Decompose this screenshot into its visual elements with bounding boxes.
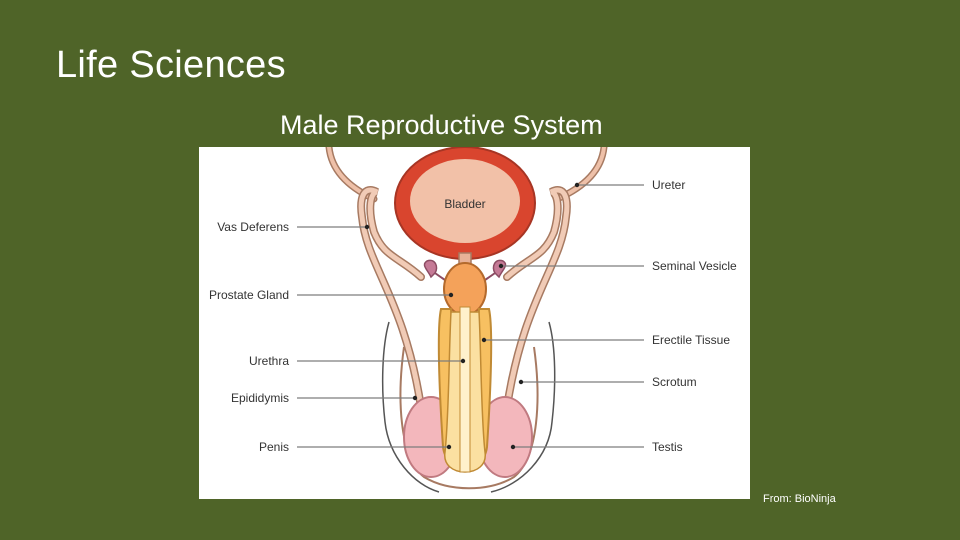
label-erectile-tissue: Erectile Tissue: [652, 333, 730, 347]
body-outline-right: [490, 321, 556, 493]
diagram-panel: Bladder: [199, 147, 750, 499]
label-scrotum: Scrotum: [652, 375, 697, 389]
label-urethra: Urethra: [249, 354, 289, 368]
label-epididymis: Epididymis: [231, 391, 289, 405]
label-vas-deferens: Vas Deferens: [217, 220, 289, 234]
label-penis: Penis: [259, 440, 289, 454]
urethra-lower: [459, 306, 471, 473]
body-outline-left: [381, 321, 440, 493]
scrotum: [399, 346, 539, 490]
reproductive-system-diagram: Bladder: [209, 147, 737, 493]
bladder-label: Bladder: [444, 197, 485, 211]
source-credit: From: BioNinja: [763, 493, 836, 505]
label-testis: Testis: [652, 440, 683, 454]
label-prostate-gland: Prostate Gland: [209, 288, 289, 302]
label-seminal-vesicle: Seminal Vesicle: [652, 259, 737, 273]
label-ureter: Ureter: [652, 178, 685, 192]
slide-title: Life Sciences: [56, 44, 286, 86]
slide-subtitle: Male Reproductive System: [280, 110, 603, 140]
